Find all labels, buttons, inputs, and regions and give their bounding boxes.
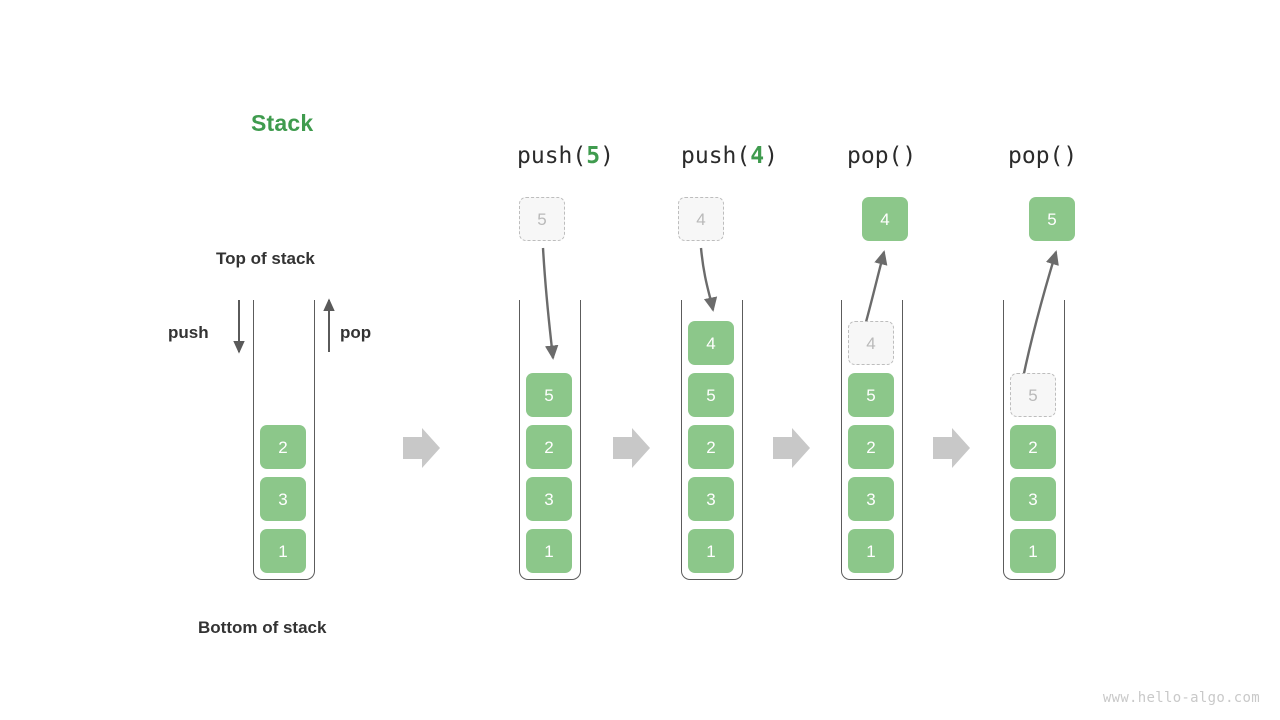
stack-cell: 1	[848, 529, 894, 573]
stack-cell: 2	[260, 425, 306, 469]
stack-cell: 3	[848, 477, 894, 521]
stack-cell: 3	[688, 477, 734, 521]
stack-cell-ghost: 5	[1010, 373, 1056, 417]
column-title-pop-1: pop()	[847, 143, 916, 169]
stack-cell-ghost: 4	[848, 321, 894, 365]
stack-container	[681, 300, 743, 580]
separator-arrow-3	[773, 428, 810, 468]
watermark: www.hello-algo.com	[1102, 690, 1260, 706]
op-name: push(	[517, 143, 587, 169]
incoming-element-ghost: 4	[678, 197, 724, 241]
column-title-push-5: push(5)	[517, 143, 614, 169]
stack-cell: 1	[526, 529, 572, 573]
op-arg: 5	[586, 143, 601, 169]
stack-cell: 1	[260, 529, 306, 573]
stack-container	[1003, 300, 1065, 580]
pop-label: pop	[340, 323, 372, 342]
op-name: pop()	[1008, 143, 1078, 169]
op-close: )	[600, 143, 614, 169]
op-arg: 4	[750, 143, 765, 169]
stack-cell: 3	[1010, 477, 1056, 521]
op-close: )	[764, 143, 778, 169]
stack-container	[519, 300, 581, 580]
column-title-push-4: push(4)	[681, 143, 778, 169]
push-label: push	[168, 323, 209, 342]
popped-element: 5	[1029, 197, 1075, 241]
separator-arrow-2	[613, 428, 650, 468]
stack-cell: 1	[1010, 529, 1056, 573]
op-name: push(	[681, 143, 751, 169]
stack-cell: 3	[260, 477, 306, 521]
stack-cell: 5	[688, 373, 734, 417]
bottom-of-stack-label: Bottom of stack	[198, 618, 327, 637]
stack-cell: 2	[848, 425, 894, 469]
incoming-element-ghost: 5	[519, 197, 565, 241]
op-name: pop()	[847, 143, 917, 169]
stack-cell: 4	[688, 321, 734, 365]
stack-container	[841, 300, 903, 580]
top-of-stack-label: Top of stack	[216, 249, 315, 268]
stack-cell: 3	[526, 477, 572, 521]
column-title-pop-2: pop()	[1008, 143, 1077, 169]
separator-arrow-4	[933, 428, 970, 468]
diagram-title: Stack	[251, 110, 314, 136]
stack-cell: 2	[688, 425, 734, 469]
popped-element: 4	[862, 197, 908, 241]
stack-cell: 1	[688, 529, 734, 573]
stack-cell: 2	[526, 425, 572, 469]
separator-arrow-1	[403, 428, 440, 468]
stack-cell: 5	[848, 373, 894, 417]
stack-cell: 2	[1010, 425, 1056, 469]
stack-cell: 5	[526, 373, 572, 417]
stack-container	[253, 300, 315, 580]
